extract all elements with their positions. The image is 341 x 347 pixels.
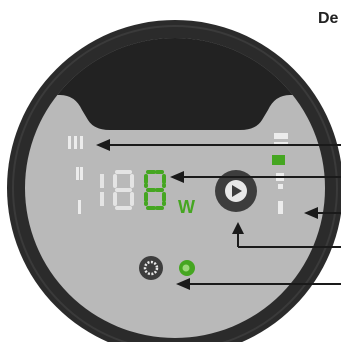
play-button[interactable] <box>215 170 257 212</box>
watt-unit: W <box>178 197 195 217</box>
callout-arrows <box>96 139 341 290</box>
callout-title: De <box>318 10 339 27</box>
bezel-ring <box>12 25 338 347</box>
top-notch <box>25 38 325 130</box>
mode-button[interactable] <box>139 256 163 280</box>
speed-indicator-bars <box>68 136 83 214</box>
digit-eight-gray <box>113 170 134 210</box>
sun-icon <box>143 260 159 276</box>
play-icon <box>232 185 242 197</box>
digit-one <box>100 174 104 206</box>
eco-led <box>179 260 195 276</box>
digit-eight-green <box>144 170 166 210</box>
eco-led-icon <box>182 264 190 272</box>
